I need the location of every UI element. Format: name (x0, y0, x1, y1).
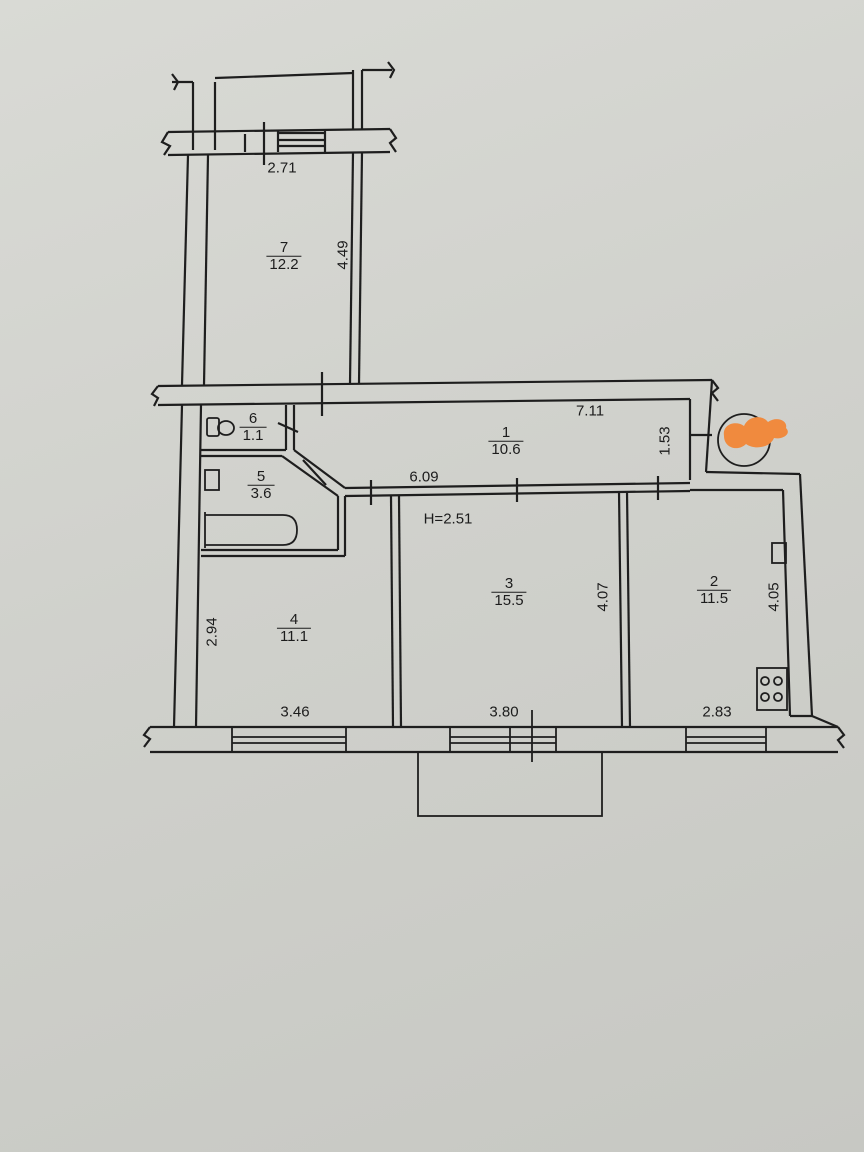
dim-room7-height: 4.49 (334, 240, 352, 270)
room-5-label: 5 3.6 (247, 468, 275, 502)
room-4-label: 4 11.1 (276, 611, 312, 645)
room-2-number: 2 (696, 573, 732, 591)
room-7-area: 12.2 (269, 255, 299, 273)
room-3-label: 3 15.5 (491, 575, 527, 609)
room-2-label: 2 11.5 (696, 573, 732, 607)
room-2-area: 11.5 (699, 589, 729, 607)
interior-walls (201, 372, 712, 728)
dim-room4-width: 3.46 (280, 703, 310, 721)
windows (231, 710, 767, 817)
room-5-number: 5 (247, 468, 275, 486)
dim-room2-height: 4.05 (765, 582, 783, 612)
dim-corridor-width: 7.11 (575, 402, 605, 420)
room-4-number: 4 (276, 611, 312, 629)
dim-niche-height: 1.53 (656, 426, 674, 456)
orange-redaction-mark (723, 417, 788, 449)
room-6-number: 6 (239, 410, 267, 428)
room-7-label: 7 12.2 (266, 239, 302, 273)
ceiling-height: H=2.51 (423, 510, 473, 528)
room-3-area: 15.5 (494, 591, 524, 609)
room-1-number: 1 (488, 424, 524, 442)
room-6-area: 1.1 (242, 426, 264, 444)
bottom-caption-fragment (0, 1132, 864, 1152)
room-7-walls (160, 61, 398, 386)
fixtures (204, 413, 788, 711)
dim-room3-width: 3.80 (489, 703, 519, 721)
room-3-number: 3 (491, 575, 527, 593)
dim-top-width: 2.71 (267, 159, 297, 177)
dim-room2-width: 2.83 (702, 703, 732, 721)
room-7-number: 7 (266, 239, 302, 257)
room-6-label: 6 1.1 (239, 410, 267, 444)
room-1-area: 10.6 (491, 440, 521, 458)
dim-corridor-lower: 6.09 (409, 468, 439, 486)
dim-room3-height: 4.07 (594, 582, 612, 612)
room-1-label: 1 10.6 (488, 424, 524, 458)
dim-room4-height: 2.94 (203, 617, 221, 647)
room-4-area: 11.1 (279, 627, 309, 645)
room-5-area: 3.6 (250, 484, 272, 502)
